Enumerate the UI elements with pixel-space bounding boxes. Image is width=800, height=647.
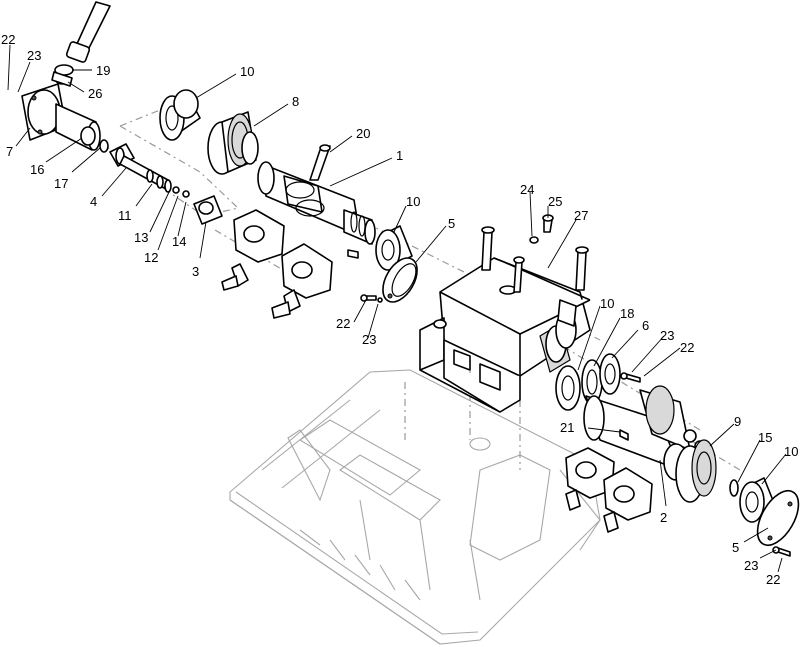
mount-block-right: [271, 243, 333, 319]
callout-7: 7: [6, 144, 13, 159]
callout-13: 13: [134, 230, 148, 245]
mount-block-lower-right: [603, 467, 653, 533]
shaft-key-lower: [619, 429, 629, 441]
exciter-housing: [419, 257, 591, 413]
callout-17: 17: [54, 176, 68, 191]
callout-5: 5: [448, 216, 455, 231]
callout-10: 10: [406, 194, 420, 209]
callout-3: 3: [192, 264, 199, 279]
callout-labels: 22 23 19 26 7 16 17 4 11 13 12 14 3 10 8…: [1, 32, 798, 587]
callout-22: 22: [766, 572, 780, 587]
callout-1: 1: [396, 148, 403, 163]
callout-23: 23: [27, 48, 41, 63]
shaft-key: [347, 249, 359, 259]
gear-upper: [207, 111, 259, 175]
callout-22: 22: [1, 32, 15, 47]
callout-23: 23: [744, 558, 758, 573]
hose-fitting: [51, 1, 111, 87]
callout-2: 2: [660, 510, 667, 525]
callout-4: 4: [90, 194, 97, 209]
leader-lines: [7, 44, 787, 573]
pin: [309, 144, 331, 181]
callout-12: 12: [144, 250, 158, 265]
drive-shaft-small: [119, 155, 190, 198]
seal-and-washers: [80, 126, 135, 167]
cover-plate-lower: [756, 490, 800, 546]
callout-15: 15: [758, 430, 772, 445]
callout-18: 18: [620, 306, 634, 321]
coupler: [193, 195, 223, 225]
callout-11: 11: [118, 208, 132, 223]
callout-20: 20: [356, 126, 370, 141]
cover-plate-middle: [382, 257, 418, 303]
callout-23: 23: [660, 328, 674, 343]
callout-10: 10: [784, 444, 798, 459]
callout-5: 5: [732, 540, 739, 555]
eccentric-shaft: [257, 161, 376, 245]
fastener-lower: [772, 546, 791, 557]
callout-16: 16: [30, 162, 44, 177]
callout-27: 27: [574, 208, 588, 223]
fastener-middle: [360, 294, 383, 303]
mount-block-left: [221, 209, 285, 291]
bearing-right: [555, 365, 581, 411]
callout-10: 10: [600, 296, 614, 311]
callout-6: 6: [642, 318, 649, 333]
callout-19: 19: [96, 63, 110, 78]
bearing-top: [159, 89, 201, 141]
base-plate-ghost: [229, 360, 601, 645]
callout-22: 22: [680, 340, 694, 355]
gear-lower: [675, 439, 717, 503]
callout-22: 22: [336, 316, 350, 331]
callout-10: 10: [240, 64, 254, 79]
housing-bolts: [481, 214, 589, 293]
bearing-middle: [375, 225, 413, 271]
callout-8: 8: [292, 94, 299, 109]
callout-23: 23: [362, 332, 376, 347]
plate-right: [599, 353, 621, 395]
callout-14: 14: [172, 234, 186, 249]
callout-21: 21: [560, 420, 574, 435]
fastener-right: [620, 372, 641, 383]
callout-9: 9: [734, 414, 741, 429]
washer-lower: [729, 479, 739, 497]
callout-25: 25: [548, 194, 562, 209]
callout-24: 24: [520, 182, 534, 197]
callout-26: 26: [88, 86, 102, 101]
